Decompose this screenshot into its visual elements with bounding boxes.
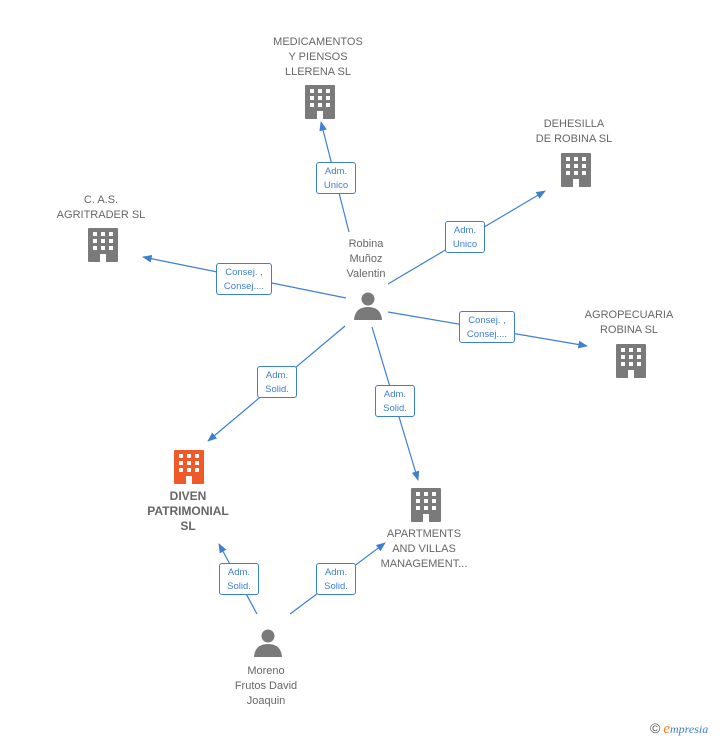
- edge-label-line: Solid.: [227, 581, 251, 592]
- label-line: AND VILLAS: [392, 543, 456, 555]
- company-label-dehesilla[interactable]: DEHESILLA DE ROBINA SL: [514, 117, 634, 147]
- person-label-moreno[interactable]: Moreno Frutos David Joaquin: [206, 664, 326, 709]
- building-icon[interactable]: [616, 344, 646, 378]
- edge-label-robina-apartments[interactable]: Adm. Solid.: [375, 385, 415, 417]
- label-line: DIVEN: [169, 489, 207, 503]
- label-line: MANAGEMENT...: [380, 558, 468, 570]
- label-line: AGROPECUARIA: [584, 309, 674, 321]
- label-line: MEDICAMENTOS: [273, 36, 363, 48]
- building-icon[interactable]: [561, 153, 591, 187]
- edge-label-line: Adm.: [383, 389, 407, 400]
- edge-label-line: Consej. ,: [225, 267, 263, 278]
- company-label-medicamentos[interactable]: MEDICAMENTOS Y PIENSOS LLERENA SL: [258, 35, 378, 80]
- label-line: C. A.S.: [83, 194, 119, 206]
- copyright-icon: ©: [650, 720, 661, 736]
- company-label-apartments[interactable]: APARTMENTS AND VILLAS MANAGEMENT...: [364, 527, 484, 572]
- building-icon[interactable]: [305, 85, 335, 119]
- label-line: Y PIENSOS: [288, 51, 348, 63]
- label-line: Muñoz: [349, 253, 383, 265]
- company-label-agropecuaria[interactable]: AGROPECUARIA ROBINA SL: [569, 308, 689, 338]
- label-line: Valentin: [346, 268, 386, 280]
- edge-label-line: Unico: [323, 180, 349, 191]
- building-icon[interactable]: [88, 228, 118, 262]
- label-line: Robina: [348, 238, 384, 250]
- edge-label-line: Solid.: [383, 403, 407, 414]
- label-line: DE ROBINA SL: [535, 133, 613, 145]
- company-label-diven[interactable]: DIVEN PATRIMONIAL SL: [128, 489, 248, 534]
- edge-label-line: Adm.: [227, 567, 251, 578]
- edge-label-line: Consej....: [223, 281, 265, 292]
- edge-label-line: Unico: [452, 239, 478, 250]
- edge-label-line: Adm.: [453, 225, 477, 236]
- edge-label-line: Adm.: [324, 567, 348, 578]
- label-line: LLERENA SL: [284, 66, 352, 78]
- edge-label-line: Adm.: [324, 166, 348, 177]
- label-line: APARTMENTS: [386, 528, 462, 540]
- edge-label-robina-cas[interactable]: Consej. , Consej....: [216, 263, 272, 295]
- label-line: SL: [180, 519, 196, 533]
- edge-label-robina-medicamentos[interactable]: Adm. Unico: [316, 162, 356, 194]
- label-line: DEHESILLA: [543, 118, 605, 130]
- person-label-robina[interactable]: Robina Muñoz Valentin: [306, 237, 426, 282]
- edge-label-line: Consej....: [466, 329, 508, 340]
- edge-label-line: Solid.: [265, 384, 289, 395]
- edge-label-line: Consej. ,: [468, 315, 506, 326]
- label-line: PATRIMONIAL: [147, 504, 229, 518]
- label-line: Joaquin: [246, 695, 286, 707]
- edge-label-moreno-apartments[interactable]: Adm. Solid.: [316, 563, 356, 595]
- edge-label-line: Solid.: [324, 581, 348, 592]
- company-label-cas[interactable]: C. A.S. AGRITRADER SL: [41, 193, 161, 223]
- brand-name: mpresia: [670, 722, 709, 736]
- label-line: Moreno: [247, 665, 285, 677]
- person-icon[interactable]: [354, 292, 382, 321]
- label-line: ROBINA SL: [599, 324, 659, 336]
- person-icon[interactable]: [254, 629, 282, 658]
- building-icon[interactable]: [411, 488, 441, 522]
- edge-label-robina-dehesilla[interactable]: Adm. Unico: [445, 221, 485, 253]
- edge-label-line: Adm.: [265, 370, 289, 381]
- edge-label-moreno-diven[interactable]: Adm. Solid.: [219, 563, 259, 595]
- brand-initial: e: [663, 721, 670, 737]
- edge-label-robina-diven[interactable]: Adm. Solid.: [257, 366, 297, 398]
- empresia-logo: ©empresia: [650, 720, 708, 738]
- label-line: AGRITRADER SL: [56, 209, 146, 221]
- building-icon[interactable]: [174, 450, 204, 484]
- label-line: Frutos David: [234, 680, 298, 692]
- edge-label-robina-agropecuaria[interactable]: Consej. , Consej....: [459, 311, 515, 343]
